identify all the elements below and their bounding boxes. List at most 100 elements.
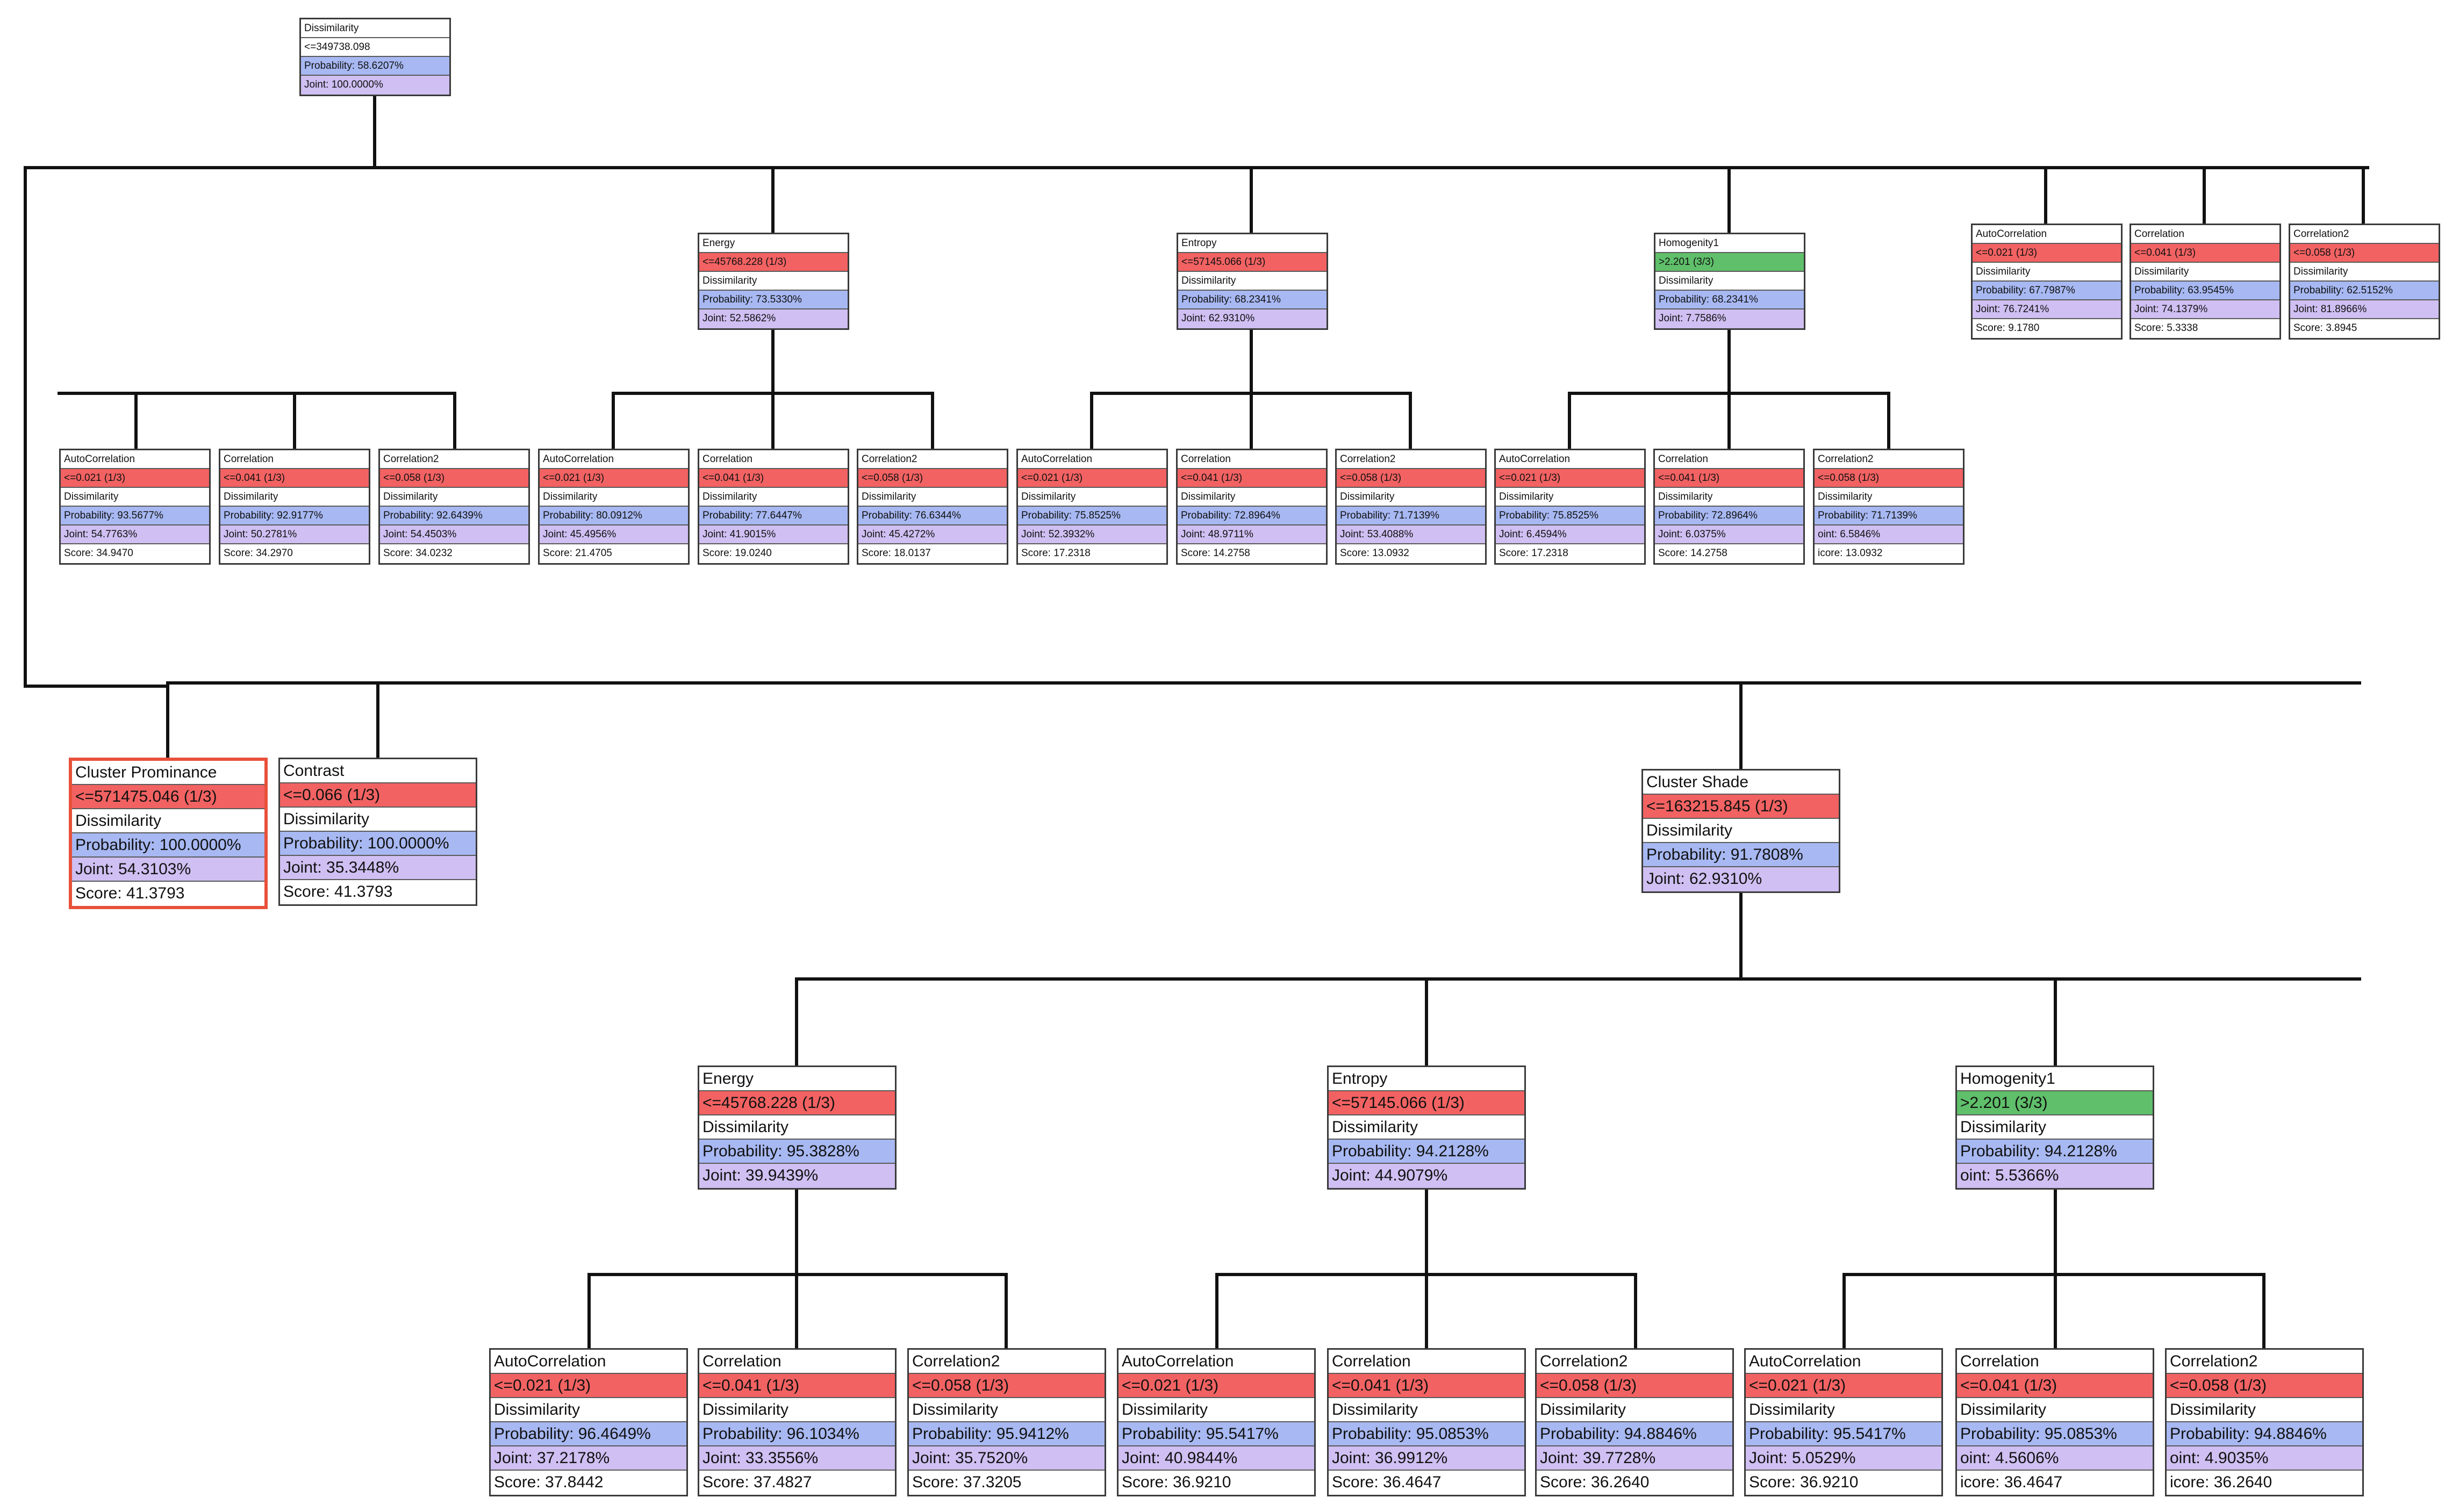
node-row-joint: Joint: 35.7520% bbox=[909, 1446, 1105, 1471]
node-row-cond: <=0.021 (1/3) bbox=[491, 1374, 686, 1398]
node-row-cond: <=0.066 (1/3) bbox=[280, 783, 476, 808]
node-row-score: Score: 41.3793 bbox=[72, 882, 264, 906]
tree-node-r4_1[interactable]: AutoCorrelation<=0.021 (1/3)Dissimilarit… bbox=[489, 1348, 688, 1496]
node-row-attr: Dissimilarity bbox=[1815, 488, 1963, 507]
node-row-prob: Probability: 95.9412% bbox=[909, 1422, 1105, 1446]
node-row-attr: Dissimilarity bbox=[1178, 272, 1327, 291]
node-row-joint: Joint: 54.3103% bbox=[72, 858, 264, 882]
node-row-joint: Joint: 39.9439% bbox=[699, 1164, 895, 1188]
node-row-joint: Joint: 33.3556% bbox=[699, 1446, 895, 1471]
node-row-attr: Dissimilarity bbox=[61, 488, 209, 507]
node-row-title: Correlation bbox=[1957, 1350, 2153, 1374]
node-row-cond: <=163215.845 (1/3) bbox=[1643, 795, 1839, 819]
tree-node-r2_7[interactable]: AutoCorrelation<=0.021 (1/3)Dissimilarit… bbox=[1016, 449, 1168, 565]
node-row-title: Cluster Prominance bbox=[72, 761, 264, 785]
node-row-prob: Probability: 96.4649% bbox=[491, 1422, 686, 1446]
node-row-score: icore: 13.0932 bbox=[1815, 544, 1963, 563]
tree-node-cp[interactable]: Cluster Prominance<=571475.046 (1/3)Diss… bbox=[69, 758, 268, 909]
node-row-attr: Dissimilarity bbox=[1178, 488, 1326, 507]
node-row-joint: Joint: 44.9079% bbox=[1329, 1164, 1524, 1188]
node-row-attr: Dissimilarity bbox=[1496, 488, 1644, 507]
node-row-cond: <=45768.228 (1/3) bbox=[699, 253, 848, 272]
node-row-attr: Dissimilarity bbox=[858, 488, 1007, 507]
node-row-attr: Dissimilarity bbox=[1337, 488, 1485, 507]
node-row-prob: Probability: 93.5677% bbox=[61, 507, 209, 525]
node-row-attr: Dissimilarity bbox=[699, 272, 848, 291]
node-row-title: Correlation bbox=[699, 450, 848, 469]
tree-node-r4_7[interactable]: AutoCorrelation<=0.021 (1/3)Dissimilarit… bbox=[1744, 1348, 1943, 1496]
node-row-prob: Probability: 92.6439% bbox=[380, 507, 528, 525]
node-row-prob: Probability: 100.0000% bbox=[72, 833, 264, 858]
node-row-score: Score: 36.4647 bbox=[1329, 1471, 1524, 1495]
node-row-cond: <=0.058 (1/3) bbox=[858, 469, 1007, 488]
tree-node-r2_1[interactable]: AutoCorrelation<=0.021 (1/3)Dissimilarit… bbox=[59, 449, 211, 565]
tree-node-tr_ac[interactable]: AutoCorrelation<=0.021 (1/3)Dissimilarit… bbox=[1971, 224, 2123, 340]
node-row-cond: <=0.058 (1/3) bbox=[2290, 244, 2439, 263]
node-row-prob: Probability: 75.8525% bbox=[1496, 507, 1644, 525]
node-row-cond: <=0.021 (1/3) bbox=[1496, 469, 1644, 488]
tree-node-r4_4[interactable]: AutoCorrelation<=0.021 (1/3)Dissimilarit… bbox=[1117, 1348, 1316, 1496]
node-row-score: Score: 36.2640 bbox=[1537, 1471, 1732, 1495]
tree-node-r2_10[interactable]: AutoCorrelation<=0.021 (1/3)Dissimilarit… bbox=[1494, 449, 1646, 565]
node-row-joint: Joint: 74.1379% bbox=[2131, 300, 2279, 319]
node-row-joint: Joint: 45.4272% bbox=[858, 525, 1007, 544]
node-row-joint: Joint: 6.4594% bbox=[1496, 525, 1644, 544]
node-row-title: Correlation bbox=[220, 450, 369, 469]
node-row-prob: Probability: 67.7987% bbox=[1973, 282, 2121, 300]
node-row-prob: Probability: 94.2128% bbox=[1329, 1140, 1524, 1164]
node-row-title: AutoCorrelation bbox=[1119, 1350, 1314, 1374]
node-row-cond: <=0.058 (1/3) bbox=[2167, 1374, 2362, 1398]
node-row-prob: Probability: 63.9545% bbox=[2131, 282, 2279, 300]
node-row-attr: Dissimilarity bbox=[1957, 1398, 2153, 1422]
tree-node-r2_4[interactable]: AutoCorrelation<=0.021 (1/3)Dissimilarit… bbox=[538, 449, 690, 565]
node-row-joint: Joint: 76.7241% bbox=[1973, 300, 2121, 319]
node-row-cond: <=0.041 (1/3) bbox=[699, 469, 848, 488]
node-row-title: Correlation2 bbox=[1537, 1350, 1732, 1374]
node-row-prob: Probability: 71.7139% bbox=[1815, 507, 1963, 525]
node-row-prob: Probability: 77.6447% bbox=[699, 507, 848, 525]
node-row-joint: oint: 6.5846% bbox=[1815, 525, 1963, 544]
node-row-cond: <=0.021 (1/3) bbox=[1119, 1374, 1314, 1398]
node-row-prob: Probability: 96.1034% bbox=[699, 1422, 895, 1446]
node-row-title: Cluster Shade bbox=[1643, 771, 1839, 795]
node-row-cond: <=57145.066 (1/3) bbox=[1329, 1091, 1524, 1115]
tree-node-cs[interactable]: Cluster Shade<=163215.845 (1/3)Dissimila… bbox=[1641, 769, 1840, 893]
node-row-score: Score: 13.0932 bbox=[1337, 544, 1485, 563]
node-row-attr: Dissimilarity bbox=[1329, 1398, 1524, 1422]
node-row-score: Score: 18.0137 bbox=[858, 544, 1007, 563]
node-row-title: AutoCorrelation bbox=[1018, 450, 1166, 469]
node-row-title: Entropy bbox=[1329, 1067, 1524, 1091]
node-row-prob: Probability: 72.8964% bbox=[1655, 507, 1803, 525]
node-row-attr: Dissimilarity bbox=[491, 1398, 686, 1422]
node-row-attr: Dissimilarity bbox=[1119, 1398, 1314, 1422]
node-row-score: Score: 19.0240 bbox=[699, 544, 848, 563]
node-row-title: Correlation bbox=[2131, 225, 2279, 244]
node-row-joint: Joint: 7.7586% bbox=[1655, 309, 1804, 328]
node-row-prob: Probability: 94.8846% bbox=[2167, 1422, 2362, 1446]
node-row-attr: Dissimilarity bbox=[1655, 488, 1803, 507]
